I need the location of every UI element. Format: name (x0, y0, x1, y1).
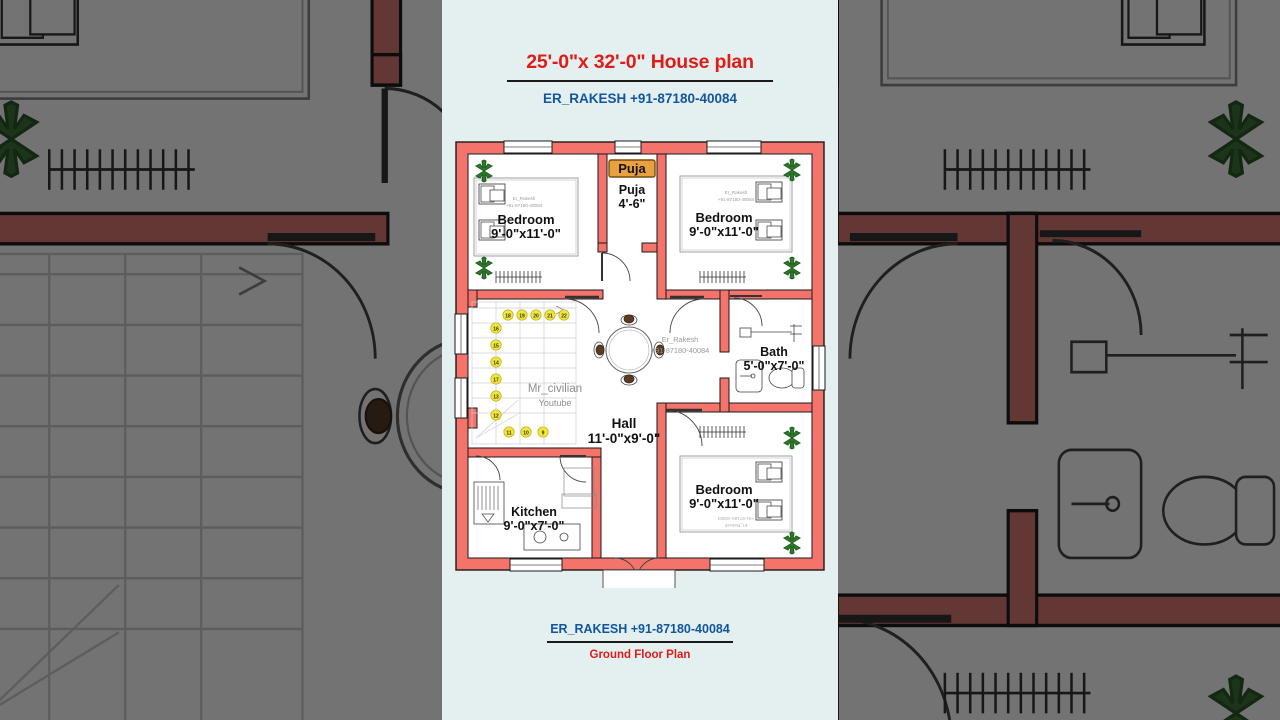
puja-badge-label: Puja (618, 161, 646, 176)
hall-size: 11'-0"x9'-0" (588, 431, 661, 446)
footer-divider (547, 641, 733, 643)
puja-room-size: 4'-6" (619, 197, 646, 211)
footer-plan-label: Ground Floor Plan (589, 649, 691, 661)
stair-marker: 17 (490, 373, 502, 385)
background-plan-left (0, 0, 442, 720)
stair-step-label: 20 (533, 314, 539, 320)
bath-size: 5'-0"x7'-0" (744, 359, 805, 373)
watermark-phone-br: +91-87180-40084 (717, 516, 754, 521)
bedroom-tr-size: 9'-0"x11'-0" (689, 224, 759, 239)
stair-marker: 18 (502, 309, 514, 321)
bedroom-tl-size: 9'-0"x11'-0" (491, 226, 561, 241)
watermark-engineer-tl: Er_Rakesh (513, 196, 536, 201)
stair-step-label: 16 (493, 327, 499, 333)
stair-marker: 15 (490, 339, 502, 351)
watermark-phone-hall: +91-87180-40084 (651, 346, 710, 355)
stair-step-label: 12 (493, 414, 499, 420)
stair-step-label: 15 (493, 344, 499, 350)
stair-marker: 14 (490, 356, 502, 368)
stair-marker: 9 (537, 426, 549, 438)
stair-marker: 22 (558, 309, 570, 321)
plan-card: 25'-0"x 32'-0" House plan ER_RAKESH +91-… (442, 0, 838, 720)
stair-marker: 12 (490, 409, 502, 421)
footer-contact: ER_RAKESH +91-87180-40084 (550, 622, 730, 636)
bedroom-br-name: Bedroom (695, 482, 752, 497)
stair-marker: 16 (490, 322, 502, 334)
stair-step-label: 9 (542, 431, 545, 437)
watermark-phone-tr: +91-87180-40084 (718, 197, 755, 202)
watermark-engineer-hall: Er_Rakesh (662, 335, 699, 344)
floor-plan-drawing: Puja Puja 4'-6" Er_Rakesh +91-87180-4008… (452, 138, 828, 588)
title-divider (507, 80, 773, 83)
stair-step-label: 22 (561, 314, 567, 320)
kitchen-name: Kitchen (511, 505, 557, 519)
footer: ER_RAKESH +91-87180-40084 Ground Floor P… (442, 622, 838, 661)
bedroom-tl-name: Bedroom (497, 212, 554, 227)
stair-step-label: 11 (506, 431, 512, 437)
stair-marker: 20 (530, 309, 542, 321)
stair-step-label: 13 (493, 395, 499, 401)
kitchen-size: 9'-0"x7'-0" (504, 519, 565, 533)
stair-step-label: 14 (493, 361, 499, 367)
watermark-engineer-tr: Er_Rakesh (725, 190, 748, 195)
watermark-engineer-br: Er_Rakesh (724, 523, 747, 528)
bath-name: Bath (760, 345, 788, 359)
stair-step-label: 18 (505, 314, 511, 320)
stair-step-label: 10 (523, 431, 529, 437)
page-title: 25'-0"x 32'-0" House plan (526, 51, 754, 73)
puja-badge: Puja (608, 159, 656, 178)
background-panel-left (0, 0, 442, 720)
stair-step-label: 19 (519, 314, 525, 320)
floor-plan-svg: Puja Puja 4'-6" Er_Rakesh +91-87180-4008… (452, 138, 828, 588)
stair-marker: 21 (544, 309, 556, 321)
watermark-phone-tl: +91-87180-40084 (506, 203, 543, 208)
background-panel-right (838, 0, 1280, 720)
stair-step-markers: 18 19 20 21 22 16 15 14 17 (490, 309, 570, 438)
header-contact: ER_RAKESH +91-87180-40084 (543, 91, 737, 107)
stair-marker: 19 (516, 309, 528, 321)
stair-step-label: 21 (547, 314, 553, 320)
bedroom-tr-name: Bedroom (695, 210, 752, 225)
hall-name: Hall (612, 416, 637, 431)
background-plan-right (838, 0, 1280, 720)
stair-marker: 11 (503, 426, 515, 438)
bedroom-br-size: 9'-0"x11'-0" (689, 496, 759, 511)
puja-room-name: Puja (619, 183, 646, 197)
stair-step-label: 17 (493, 378, 499, 384)
stair-marker: 13 (490, 390, 502, 402)
watermark-channel-name: Mr_civilian (528, 383, 582, 395)
stair-marker: 10 (520, 426, 532, 438)
watermark-channel-platform: Youtube (539, 398, 572, 408)
